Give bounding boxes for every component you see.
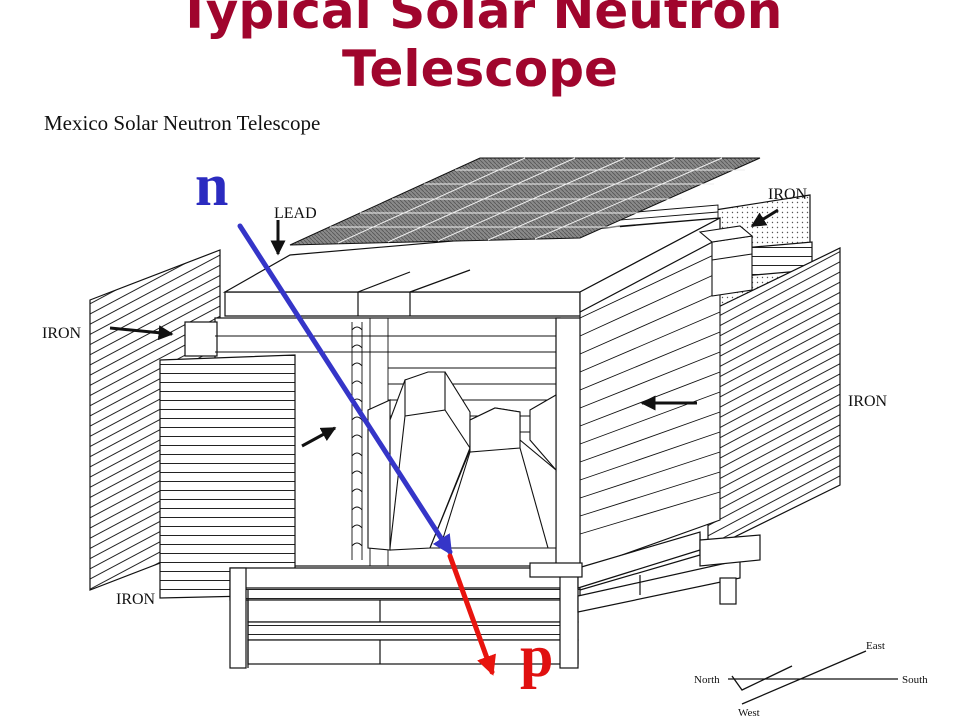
proton-track [447,553,496,676]
label-iron-bottom-left: IRON [116,591,156,608]
tube-wall-right-lines [579,251,721,535]
compass-south: South [902,674,928,686]
proton-label: p [520,623,553,689]
base-platform [229,531,761,669]
label-iron-top-right: IRON [768,186,808,203]
neutron-track [237,223,453,556]
compass-west: West [738,707,760,719]
photomultiplier-right [429,394,557,549]
right-side-blocks [698,225,754,297]
top-grid-plate [289,157,761,246]
compass [728,650,898,705]
compass-east: East [866,640,885,652]
arrow-inner-left [301,426,337,448]
slide-title-line-2: Telescope [342,40,618,98]
arrow-iron-left [109,325,174,341]
indicator-arrows [109,208,779,448]
slide-title-line-1: Typical Solar Neutron [177,0,783,40]
label-iron-right: IRON [848,393,888,410]
neutron-label: n [195,152,228,218]
diagram-caption: Mexico Solar Neutron Telescope [44,111,320,135]
compass-north: North [694,674,720,686]
iron-panel-front-left [159,354,296,599]
lead-slab [222,217,721,317]
label-iron-left: IRON [42,325,82,342]
label-lead: LEAD [274,205,317,222]
arrow-iron-top-right [750,208,779,228]
